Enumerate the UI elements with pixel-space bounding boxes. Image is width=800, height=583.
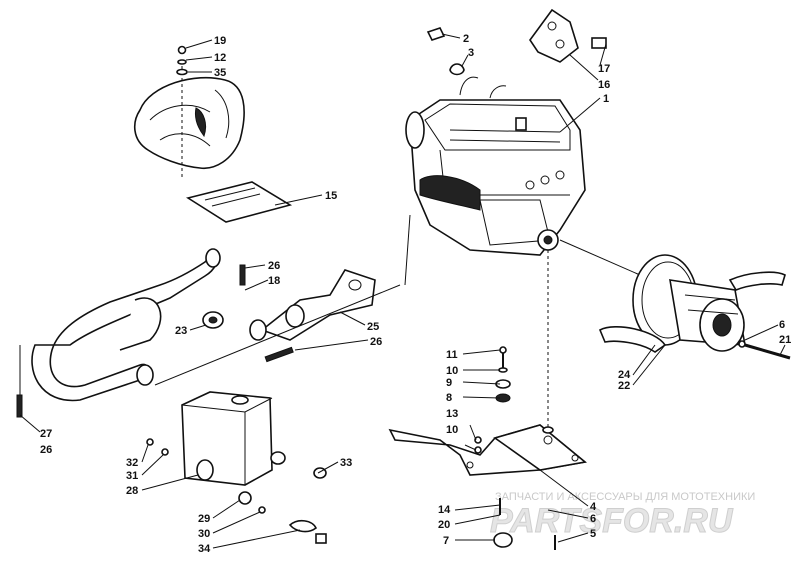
callout-10-upper: 10	[446, 365, 458, 377]
callout-19: 19	[214, 35, 226, 47]
callout-28: 28	[126, 485, 138, 497]
callout-33: 33	[340, 457, 352, 469]
callout-11: 11	[446, 349, 458, 361]
callout-3: 3	[468, 47, 474, 59]
callout-15: 15	[325, 190, 337, 202]
callout-10-lower: 10	[446, 424, 458, 436]
callout-7: 7	[443, 535, 449, 547]
drive-belt	[598, 271, 786, 353]
watermark-logo: PARTSFOR.RU	[490, 502, 734, 540]
air-silencer	[133, 45, 245, 180]
oil-tank-hardware	[146, 438, 327, 544]
exhaust-gasket	[202, 311, 224, 329]
callout-20: 20	[438, 519, 450, 531]
engine-assembly	[405, 76, 586, 256]
exhaust-pipe	[31, 248, 221, 402]
callout-34: 34	[198, 543, 211, 555]
leader-lines	[19, 33, 786, 549]
callout-17: 17	[598, 63, 610, 75]
callout-9: 9	[446, 377, 452, 389]
callout-23: 23	[175, 325, 187, 337]
engine-to-exhaust-leader	[404, 214, 411, 286]
decal	[185, 181, 293, 223]
drive-clutch	[632, 254, 746, 352]
callout-6-upper: 6	[779, 319, 785, 331]
callout-8: 8	[446, 392, 452, 404]
callout-29: 29	[198, 513, 210, 525]
exhaust-manifold	[249, 269, 376, 341]
spring-clip	[449, 63, 465, 76]
callout-2: 2	[463, 33, 469, 45]
clutch-bolt	[738, 340, 791, 360]
exhaust-to-engine-leader	[154, 284, 401, 386]
callout-18: 18	[268, 275, 280, 287]
engine-to-clutch-leader	[559, 239, 641, 276]
watermark-caption: ЗАПЧАСТИ И АКСЕССУАРЫ ДЛЯ МОТОТЕХНИКИ	[495, 491, 755, 503]
callout-22: 22	[618, 380, 630, 392]
callout-30: 30	[198, 528, 210, 540]
callout-13: 13	[446, 408, 458, 420]
watermark: ЗАПЧАСТИ И АКСЕССУАРЫ ДЛЯ МОТОТЕХНИКИ PA…	[490, 491, 756, 541]
mount-bracket-small	[426, 27, 446, 41]
callout-labels: 19 12 35 15 2 3 17 16 1 26 18 23 25 26 2…	[40, 33, 791, 555]
callout-5: 5	[590, 528, 596, 540]
callout-26-lower: 26	[40, 444, 52, 456]
callout-4: 4	[590, 501, 597, 513]
callout-12: 12	[214, 52, 226, 64]
callout-14: 14	[438, 504, 451, 516]
callout-25: 25	[367, 321, 379, 333]
callout-35: 35	[214, 67, 226, 79]
engine-mount-plate	[529, 8, 607, 63]
exhaust-springs	[16, 264, 294, 418]
callout-32: 32	[126, 457, 138, 469]
callout-26-upper: 26	[268, 260, 280, 272]
callout-24: 24	[618, 369, 631, 381]
motor-mount-plate	[388, 424, 587, 476]
callout-6-lower: 6	[590, 513, 596, 525]
callout-26-middle: 26	[370, 336, 382, 348]
callout-31: 31	[126, 470, 138, 482]
callout-21: 21	[779, 334, 791, 346]
callout-1: 1	[603, 93, 609, 105]
oil-tank	[181, 391, 286, 486]
callout-16: 16	[598, 79, 610, 91]
callout-27: 27	[40, 428, 52, 440]
